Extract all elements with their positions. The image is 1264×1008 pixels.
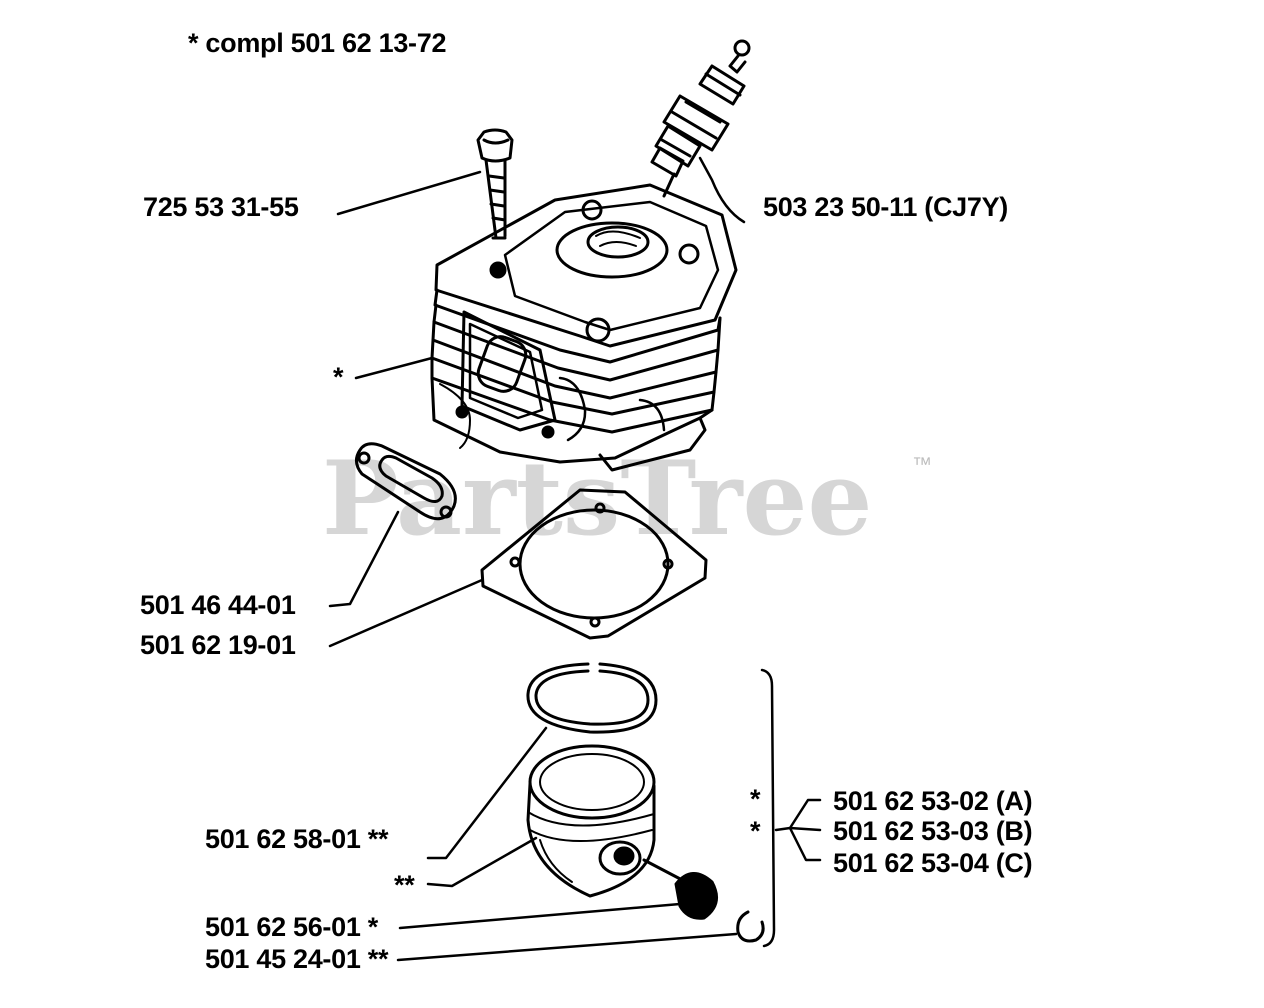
watermark-trademark: ™ <box>912 454 932 476</box>
label-kit-c[interactable]: 501 62 53-04 (C) <box>833 848 1033 878</box>
label-screw[interactable]: 725 53 31-55 <box>143 192 299 222</box>
label-spark-plug[interactable]: 503 23 50-11 (CJ7Y) <box>763 192 1008 222</box>
spark-plug-part[interactable] <box>650 39 751 198</box>
label-piston-pin[interactable]: 501 62 56-01 * <box>205 912 378 942</box>
watermark: PartsTree <box>322 439 873 559</box>
label-piston-ring[interactable]: 501 62 58-01 ** <box>205 824 389 854</box>
piston-pin-part[interactable] <box>642 858 718 920</box>
label-kit-b[interactable]: 501 62 53-03 (B) <box>833 816 1033 846</box>
piston-ring-part[interactable] <box>526 662 658 734</box>
label-base-gasket[interactable]: 501 62 19-01 <box>140 630 296 660</box>
leader-lines <box>328 156 822 962</box>
label-kit-a[interactable]: 501 62 53-02 (A) <box>833 786 1033 816</box>
cylinder-part[interactable] <box>430 183 738 472</box>
label-circlip[interactable]: 501 45 24-01 ** <box>205 944 389 974</box>
cylinder-screw-part[interactable] <box>476 128 514 240</box>
circlip-part[interactable] <box>736 910 765 943</box>
exhaust-gasket-part[interactable] <box>355 442 457 521</box>
complete-assembly-note: * compl 501 62 13-72 <box>188 28 447 58</box>
label-cylinder-marker: * <box>333 362 344 392</box>
label-kit-b-marker: * <box>750 816 761 846</box>
label-exhaust-gasket[interactable]: 501 46 44-01 <box>140 590 296 620</box>
label-piston-marker: ** <box>394 870 415 900</box>
piston-part[interactable] <box>526 744 656 898</box>
label-kit-a-marker: * <box>750 784 761 814</box>
base-gasket-part[interactable] <box>480 488 708 640</box>
